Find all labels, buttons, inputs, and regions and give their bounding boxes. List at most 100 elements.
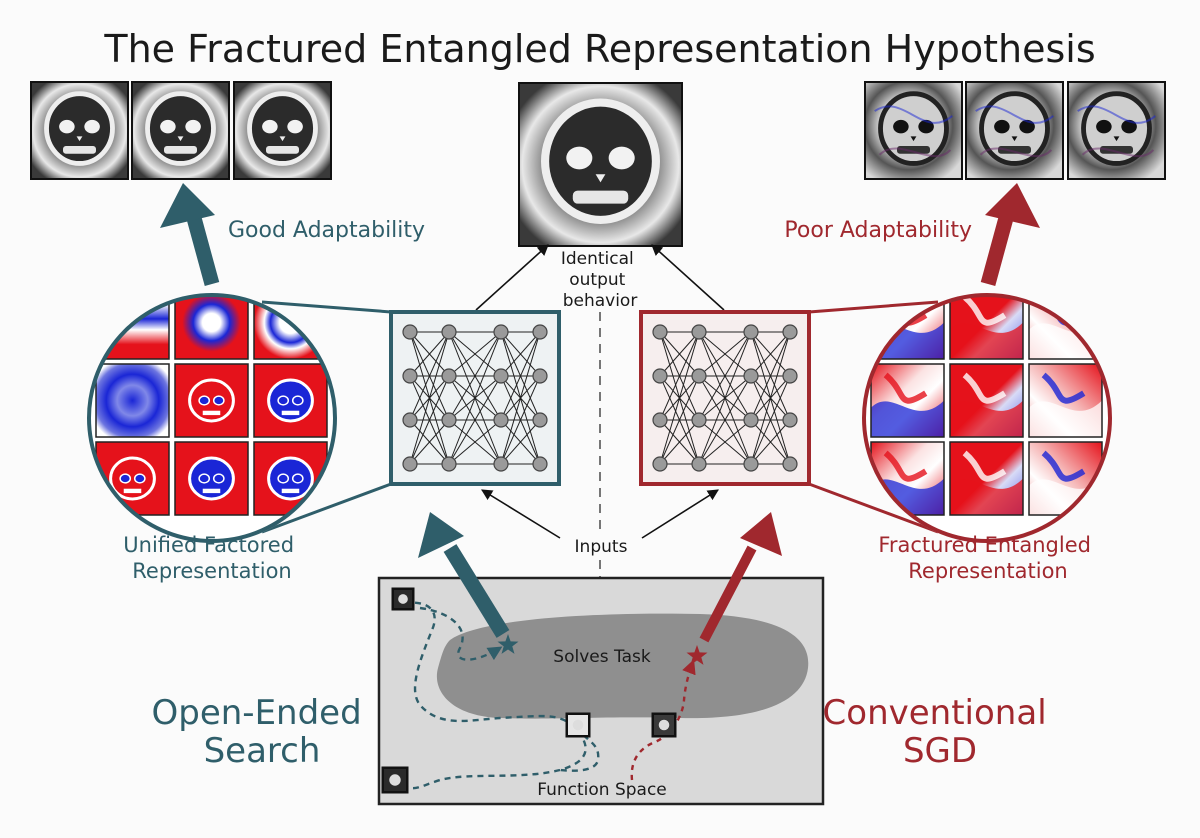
net-connection — [698, 331, 752, 465]
skull-eye — [893, 119, 909, 134]
feature-frame — [174, 441, 249, 516]
net-node — [493, 456, 509, 472]
skull-eye — [160, 119, 176, 134]
label-line: Fractured Entangled — [878, 533, 1091, 557]
open-ended-search-path — [419, 606, 503, 661]
net-node — [441, 324, 457, 340]
feature-swirl — [1041, 372, 1086, 404]
net-node — [743, 456, 759, 472]
net-node — [691, 412, 707, 428]
skull-nose — [595, 174, 606, 183]
net-node — [402, 324, 418, 340]
feature-frame — [949, 441, 1024, 516]
label-line: Search — [204, 731, 321, 771]
neural-network-icon — [402, 324, 548, 472]
noise-stroke — [874, 105, 953, 124]
net-connection — [500, 331, 541, 377]
skull-teeth — [1100, 146, 1133, 154]
net-connection — [448, 331, 502, 465]
arrow-shaft — [443, 544, 510, 638]
feature-mouth — [202, 488, 221, 494]
poor-adaptability-arrow — [980, 183, 1040, 286]
feature-skull — [188, 378, 235, 423]
unified-factored-representation-zoom — [87, 293, 392, 543]
net-node — [691, 368, 707, 384]
skull-nose — [1011, 136, 1018, 142]
skull-eye — [608, 146, 635, 170]
neural-network-icon — [652, 324, 798, 472]
net-node — [402, 412, 418, 428]
skull-image — [30, 81, 129, 180]
label-line: Representation — [132, 559, 292, 583]
feature-frame — [174, 363, 249, 438]
skull-nose — [279, 136, 286, 142]
fractured-entangled-representation-zoom — [808, 293, 1112, 543]
net-node — [493, 368, 509, 384]
skull-eye — [262, 119, 278, 134]
skull-teeth — [266, 146, 299, 154]
net-node — [532, 412, 548, 428]
skull-image — [864, 81, 963, 180]
feature-eye — [133, 473, 146, 484]
net-node — [743, 368, 759, 384]
net-connection — [698, 419, 752, 465]
noise-stroke — [975, 105, 1054, 124]
net-node — [743, 412, 759, 428]
skull-nose — [1113, 136, 1120, 142]
function-space-thumbnails — [381, 587, 677, 794]
net-connection — [409, 331, 450, 421]
conventional-sgd-label: Conventional SGD — [823, 693, 1058, 771]
net-node — [691, 456, 707, 472]
sgd-path — [630, 659, 696, 781]
net-connection — [409, 375, 450, 465]
skull-image — [518, 82, 683, 247]
net-connection — [698, 375, 752, 465]
skull-head — [247, 91, 318, 166]
feature-frame — [949, 363, 1024, 438]
arrow-head — [985, 183, 1040, 228]
poor-adaptability-outputs — [864, 81, 1166, 180]
skull-teeth — [164, 146, 197, 154]
net-connection — [448, 419, 502, 465]
net-connection — [409, 331, 450, 377]
feature-mouth — [123, 488, 142, 494]
net-connection — [750, 419, 791, 465]
feature-swirl — [1041, 450, 1086, 482]
net-node — [743, 324, 759, 340]
noise-stroke — [1077, 105, 1156, 124]
net-node — [532, 456, 548, 472]
net-node — [652, 368, 668, 384]
good-adaptability-arrow — [160, 183, 220, 286]
solves-task-label: Solves Task — [553, 647, 651, 667]
feature-frame — [174, 295, 249, 360]
skull-head — [44, 91, 115, 166]
feature-blob — [950, 478, 1023, 515]
thumbnail-shape — [398, 594, 408, 604]
net-connection — [659, 419, 700, 465]
thumbnail-shape — [658, 719, 670, 731]
arrow-inputs-to-right-net — [641, 489, 719, 539]
solves-task-region — [436, 613, 809, 719]
zoom-circle-border — [87, 293, 337, 543]
shared-output-image — [518, 82, 683, 247]
skull-eye — [1096, 119, 1112, 134]
net-node — [652, 324, 668, 340]
label-line: Representation — [908, 559, 1068, 583]
skull-image — [131, 81, 230, 180]
unified-factored-label: Unified Factored Representation — [123, 533, 300, 583]
net-node — [402, 368, 418, 384]
label-line: SGD — [903, 731, 977, 771]
net-node — [652, 412, 668, 428]
output-caption: Identical output behavior — [561, 249, 639, 311]
feature-skull — [267, 456, 314, 501]
arrow-shaft — [699, 545, 757, 643]
feature-swirl — [883, 295, 928, 326]
arrow-right-net-to-output — [651, 244, 725, 311]
feature-mouth — [281, 488, 300, 494]
net-node — [782, 324, 798, 340]
skull-eye — [287, 119, 303, 134]
arrow-head — [160, 183, 215, 228]
net-connection — [750, 331, 791, 465]
skull-teeth — [63, 146, 96, 154]
open-ended-search-label: Open-Ended Search — [151, 693, 372, 771]
